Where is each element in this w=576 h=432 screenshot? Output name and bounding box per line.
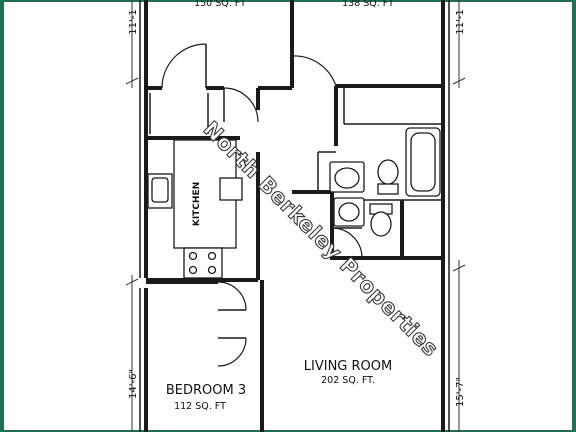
exterior-walls <box>139 0 450 432</box>
bedroom-3-name: BEDROOM 3 <box>166 383 246 398</box>
dimension-right-top: 11'-1 <box>455 9 466 34</box>
doors <box>161 43 363 367</box>
bathtub-inner <box>410 132 436 192</box>
sink-icon <box>329 161 365 193</box>
bedroom-3-area: 112 SQ. FT <box>174 401 226 412</box>
dimension-right-bottom: 15'-7" <box>455 377 466 407</box>
sink-icon-2 <box>333 197 365 227</box>
toilet-icon <box>377 159 399 195</box>
stove-icon <box>183 247 223 279</box>
living-room-area: 202 SQ. FT. <box>321 375 375 386</box>
bedroom-2-area: 138 SQ. FT <box>342 0 394 9</box>
dimension-lines-left <box>125 0 139 432</box>
dimension-lines-right <box>452 0 466 432</box>
kitchen-label: KITCHEN <box>192 182 202 226</box>
kitchen-sink <box>151 177 169 203</box>
living-room-name: LIVING ROOM <box>304 359 392 374</box>
dimension-left-bottom: 14'-6" <box>128 369 139 399</box>
toilet-icon-2 <box>369 203 393 237</box>
interior-walls <box>146 0 443 432</box>
bedroom-1-area: 150 SQ. FT <box>194 0 246 9</box>
dimension-left-top: 11'-1 <box>128 9 139 34</box>
